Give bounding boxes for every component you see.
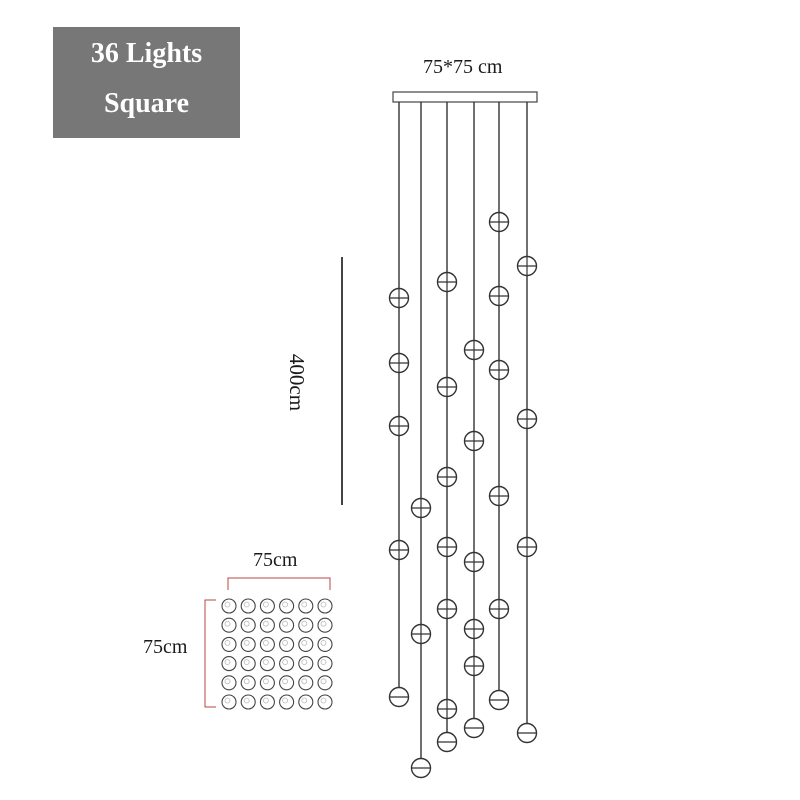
top-view-globe: [317, 636, 333, 652]
top-width-bracket: [227, 577, 331, 590]
pendant-globe: [516, 408, 538, 430]
top-view-globe: [317, 598, 333, 614]
top-view-globe: [317, 694, 333, 710]
pendant-globe: [388, 686, 410, 708]
pendant-globe: [516, 255, 538, 277]
pendant-globe: [516, 536, 538, 558]
top-view-globe: [221, 675, 237, 691]
top-view-globe: [240, 656, 256, 672]
pendant-globe: [388, 352, 410, 374]
pendant-globe: [488, 359, 510, 381]
pendant-globe: [436, 731, 458, 753]
top-view-globe: [259, 636, 275, 652]
side-depth-bracket: [204, 599, 216, 708]
top-view-globe: [317, 675, 333, 691]
light-count-badge: 36 Lights Square: [53, 27, 240, 138]
top-view-globe: [279, 636, 295, 652]
pendant-globe: [463, 618, 485, 640]
top-view-globe: [240, 636, 256, 652]
pendant-globe: [436, 271, 458, 293]
top-view-globe: [298, 675, 314, 691]
pendant-globe: [463, 717, 485, 739]
top-view-globe: [298, 598, 314, 614]
pendant-globe: [410, 623, 432, 645]
pendant-globe: [436, 466, 458, 488]
top-view-globe: [259, 617, 275, 633]
pendant-globe: [388, 415, 410, 437]
pendant-globe: [388, 287, 410, 309]
pendant-globe: [410, 497, 432, 519]
pendant-globe: [436, 536, 458, 558]
top-view-globe: [259, 694, 275, 710]
top-view-globe: [279, 598, 295, 614]
pendant-globe: [463, 339, 485, 361]
pendant-globe: [488, 285, 510, 307]
pendant-globe: [436, 376, 458, 398]
top-view-globe: [298, 694, 314, 710]
pendant-globe: [463, 655, 485, 677]
top-view-globe: [221, 598, 237, 614]
ceiling-canopy: [392, 91, 538, 103]
top-view-globe: [298, 617, 314, 633]
canopy-size-label: 75*75 cm: [423, 56, 503, 78]
pendant-globe: [463, 551, 485, 573]
top-view-globe: [279, 694, 295, 710]
top-view-globe: [279, 656, 295, 672]
top-view-globe: [221, 636, 237, 652]
pendant-globe: [488, 485, 510, 507]
pendant-globe: [410, 757, 432, 779]
top-view-globe: [317, 617, 333, 633]
top-view-globe: [279, 617, 295, 633]
pendant-globe: [436, 698, 458, 720]
pendant-globe: [516, 722, 538, 744]
badge-shape: Square: [103, 88, 190, 119]
top-view-globe: [240, 694, 256, 710]
top-view-globe: [221, 694, 237, 710]
badge-light-count: 36 Lights: [90, 38, 203, 69]
top-view-globe: [298, 636, 314, 652]
top-view-globe: [221, 617, 237, 633]
pendant-globe: [388, 539, 410, 561]
top-view-globe: [240, 675, 256, 691]
pendant-globe: [436, 598, 458, 620]
top-view-globe: [240, 598, 256, 614]
top-view-globe: [279, 675, 295, 691]
top-view-width-label: 75cm: [253, 549, 298, 571]
top-view-globe: [240, 617, 256, 633]
pendant-globe: [463, 430, 485, 452]
pendant-globe: [488, 689, 510, 711]
pendant-globe: [488, 211, 510, 233]
top-view-globe: [298, 656, 314, 672]
top-view-globe: [259, 656, 275, 672]
top-view-globe: [221, 656, 237, 672]
top-view-globe: [259, 598, 275, 614]
top-view-globe: [317, 656, 333, 672]
top-view-globe: [259, 675, 275, 691]
pendant-globe: [488, 598, 510, 620]
top-view-depth-label: 75cm: [143, 636, 188, 658]
